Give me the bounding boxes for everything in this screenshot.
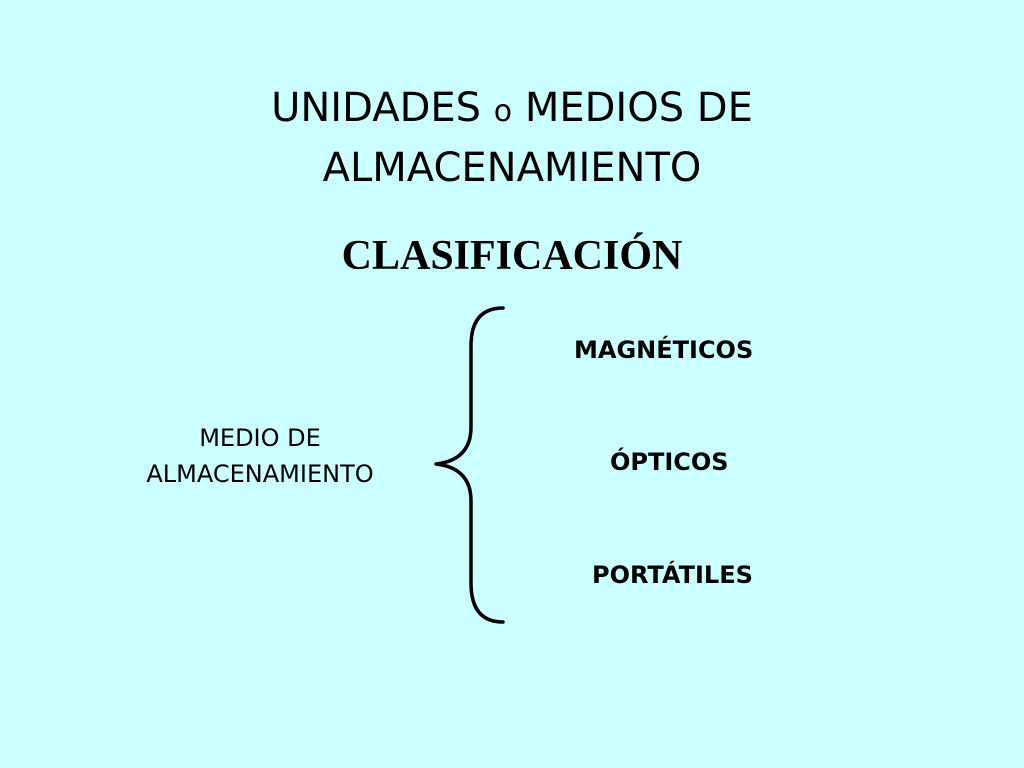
root-node-label: MEDIO DE ALMACENAMIENTO <box>100 420 420 492</box>
title-connector: o <box>493 94 513 129</box>
title-part-2: MEDIOS DE <box>512 85 753 131</box>
title-part-1: UNIDADES <box>271 85 494 131</box>
slide-title-line-1: UNIDADES o MEDIOS DE <box>0 80 1024 140</box>
slide-subtitle: CLASIFICACIÓN <box>341 233 683 279</box>
category-opticos: ÓPTICOS <box>610 448 729 476</box>
root-node-line-2: ALMACENAMIENTO <box>146 460 374 488</box>
slide-title-line-2: ALMACENAMIENTO <box>322 145 702 191</box>
category-portatiles: PORTÁTILES <box>592 561 753 589</box>
curly-brace-path <box>434 306 505 624</box>
category-magneticos: MAGNÉTICOS <box>574 336 754 364</box>
slide-title: UNIDADES o MEDIOS DE ALMACENAMIENTO <box>0 80 1024 196</box>
root-node-line-1: MEDIO DE <box>199 424 321 452</box>
